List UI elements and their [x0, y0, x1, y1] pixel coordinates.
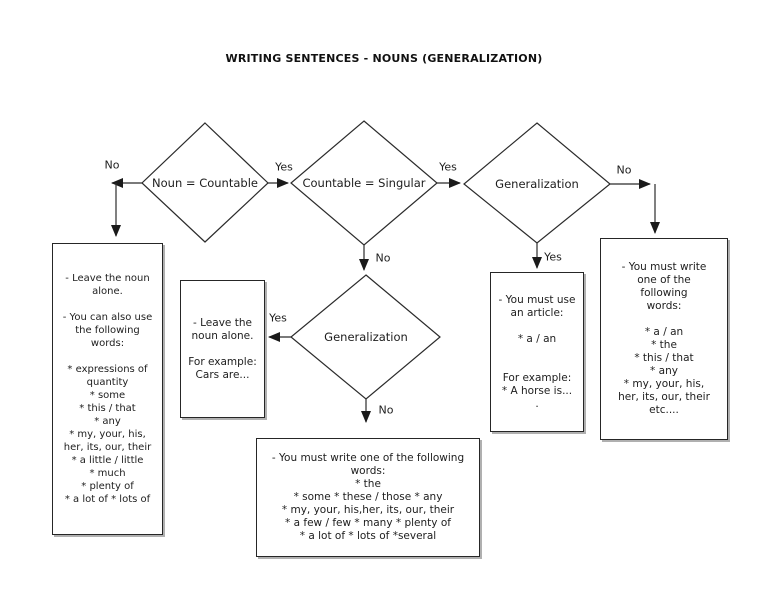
decision-label-countable-singular: Countable = Singular	[302, 176, 426, 190]
decision-noun-countable	[141, 122, 269, 243]
edge-label-no-countable-singular: No	[375, 251, 391, 265]
edge-label-yes-generalization-mid: Yes	[269, 311, 287, 325]
result-box-write-words-plural: - You must write one of the following wo…	[256, 438, 480, 557]
decision-label-noun-countable: Noun = Countable	[152, 176, 258, 190]
edge-label-no-generalization-mid: No	[378, 403, 394, 417]
decision-label-generalization-top: Generalization	[495, 177, 579, 191]
decision-label-generalization-mid: Generalization	[324, 330, 408, 344]
result-box-leave-noun-example: - Leave the noun alone. For example: Car…	[180, 280, 265, 418]
edge-label-yes-generalization-top: Yes	[544, 250, 562, 264]
result-box-use-article: - You must use an article: * a / an For …	[490, 272, 584, 432]
page-title: WRITING SENTENCES - NOUNS (GENERALIZATIO…	[225, 52, 543, 65]
result-box-leave-noun-full: - Leave the noun alone. - You can also u…	[52, 243, 163, 535]
edge-label-yes-noun-countable: Yes	[275, 160, 293, 174]
edge-label-yes-countable-singular: Yes	[439, 160, 457, 174]
edge-label-no-generalization-top: No	[616, 163, 632, 177]
edge-label-no-noun-countable: No	[104, 158, 120, 172]
result-box-write-words-singular: - You must write one of the following wo…	[600, 238, 728, 440]
